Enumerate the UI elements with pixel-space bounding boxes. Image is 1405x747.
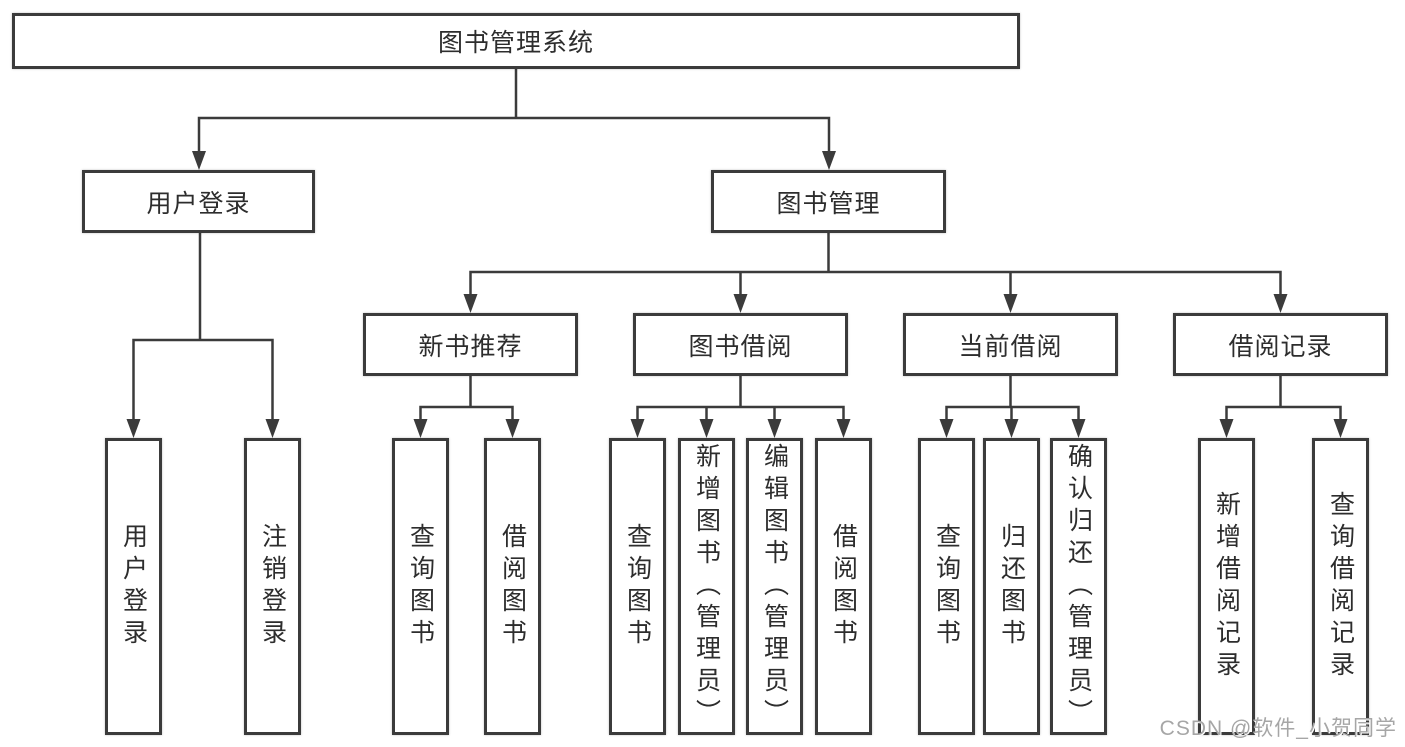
node-book-management-label: 图书管理	[776, 189, 881, 218]
node-borrowing-records-label: 借阅记录	[1228, 332, 1333, 361]
node-library-system: 图书管理系统	[12, 13, 1020, 69]
leaf-add-borrow-record-label: 新增借阅记录	[1212, 490, 1241, 683]
node-user-login-label: 用户登录	[146, 189, 251, 218]
leaf-logout-label: 注销登录	[258, 522, 287, 651]
leaf-borrow-books-recommend-label: 借阅图书	[498, 522, 527, 651]
node-new-book-recommendation-label: 新书推荐	[418, 332, 523, 361]
node-user-login: 用户登录	[82, 170, 315, 233]
leaf-borrow-books-recommend: 借阅图书	[484, 438, 541, 735]
leaf-query-books-borrowing: 查询图书	[609, 438, 666, 735]
node-current-borrowing: 当前借阅	[903, 313, 1118, 376]
leaf-add-book-admin: 新增图书（管理员）	[678, 438, 735, 735]
node-book-borrowing: 图书借阅	[633, 313, 848, 376]
leaf-edit-book-admin: 编辑图书（管理员）	[746, 438, 803, 735]
leaf-query-books-current: 查询图书	[918, 438, 975, 735]
leaf-query-books-recommend-label: 查询图书	[406, 522, 435, 651]
node-book-management: 图书管理	[711, 170, 946, 233]
node-current-borrowing-label: 当前借阅	[958, 332, 1063, 361]
leaf-confirm-return-admin-label: 确认归还（管理员）	[1064, 442, 1093, 731]
leaf-logout: 注销登录	[244, 438, 301, 735]
leaf-user-login-label: 用户登录	[119, 522, 148, 651]
node-borrowing-records: 借阅记录	[1173, 313, 1388, 376]
leaf-user-login: 用户登录	[105, 438, 162, 735]
leaf-return-book: 归还图书	[983, 438, 1040, 735]
leaf-add-borrow-record: 新增借阅记录	[1198, 438, 1255, 735]
leaf-query-books-recommend: 查询图书	[392, 438, 449, 735]
leaf-add-book-admin-label: 新增图书（管理员）	[692, 442, 721, 731]
leaf-borrow-books-borrowing-label: 借阅图书	[829, 522, 858, 651]
leaf-borrow-books-borrowing: 借阅图书	[815, 438, 872, 735]
node-new-book-recommendation: 新书推荐	[363, 313, 578, 376]
leaf-query-borrow-record: 查询借阅记录	[1312, 438, 1369, 735]
leaf-edit-book-admin-label: 编辑图书（管理员）	[760, 442, 789, 731]
leaf-query-books-borrowing-label: 查询图书	[623, 522, 652, 651]
leaf-query-borrow-record-label: 查询借阅记录	[1326, 490, 1355, 683]
node-library-system-label: 图书管理系统	[437, 29, 594, 57]
node-book-borrowing-label: 图书借阅	[688, 332, 793, 361]
leaf-return-book-label: 归还图书	[997, 522, 1026, 651]
leaf-query-books-current-label: 查询图书	[932, 522, 961, 651]
watermark: CSDN @软件_小贺同学	[1159, 717, 1397, 740]
leaf-confirm-return-admin: 确认归还（管理员）	[1050, 438, 1107, 735]
